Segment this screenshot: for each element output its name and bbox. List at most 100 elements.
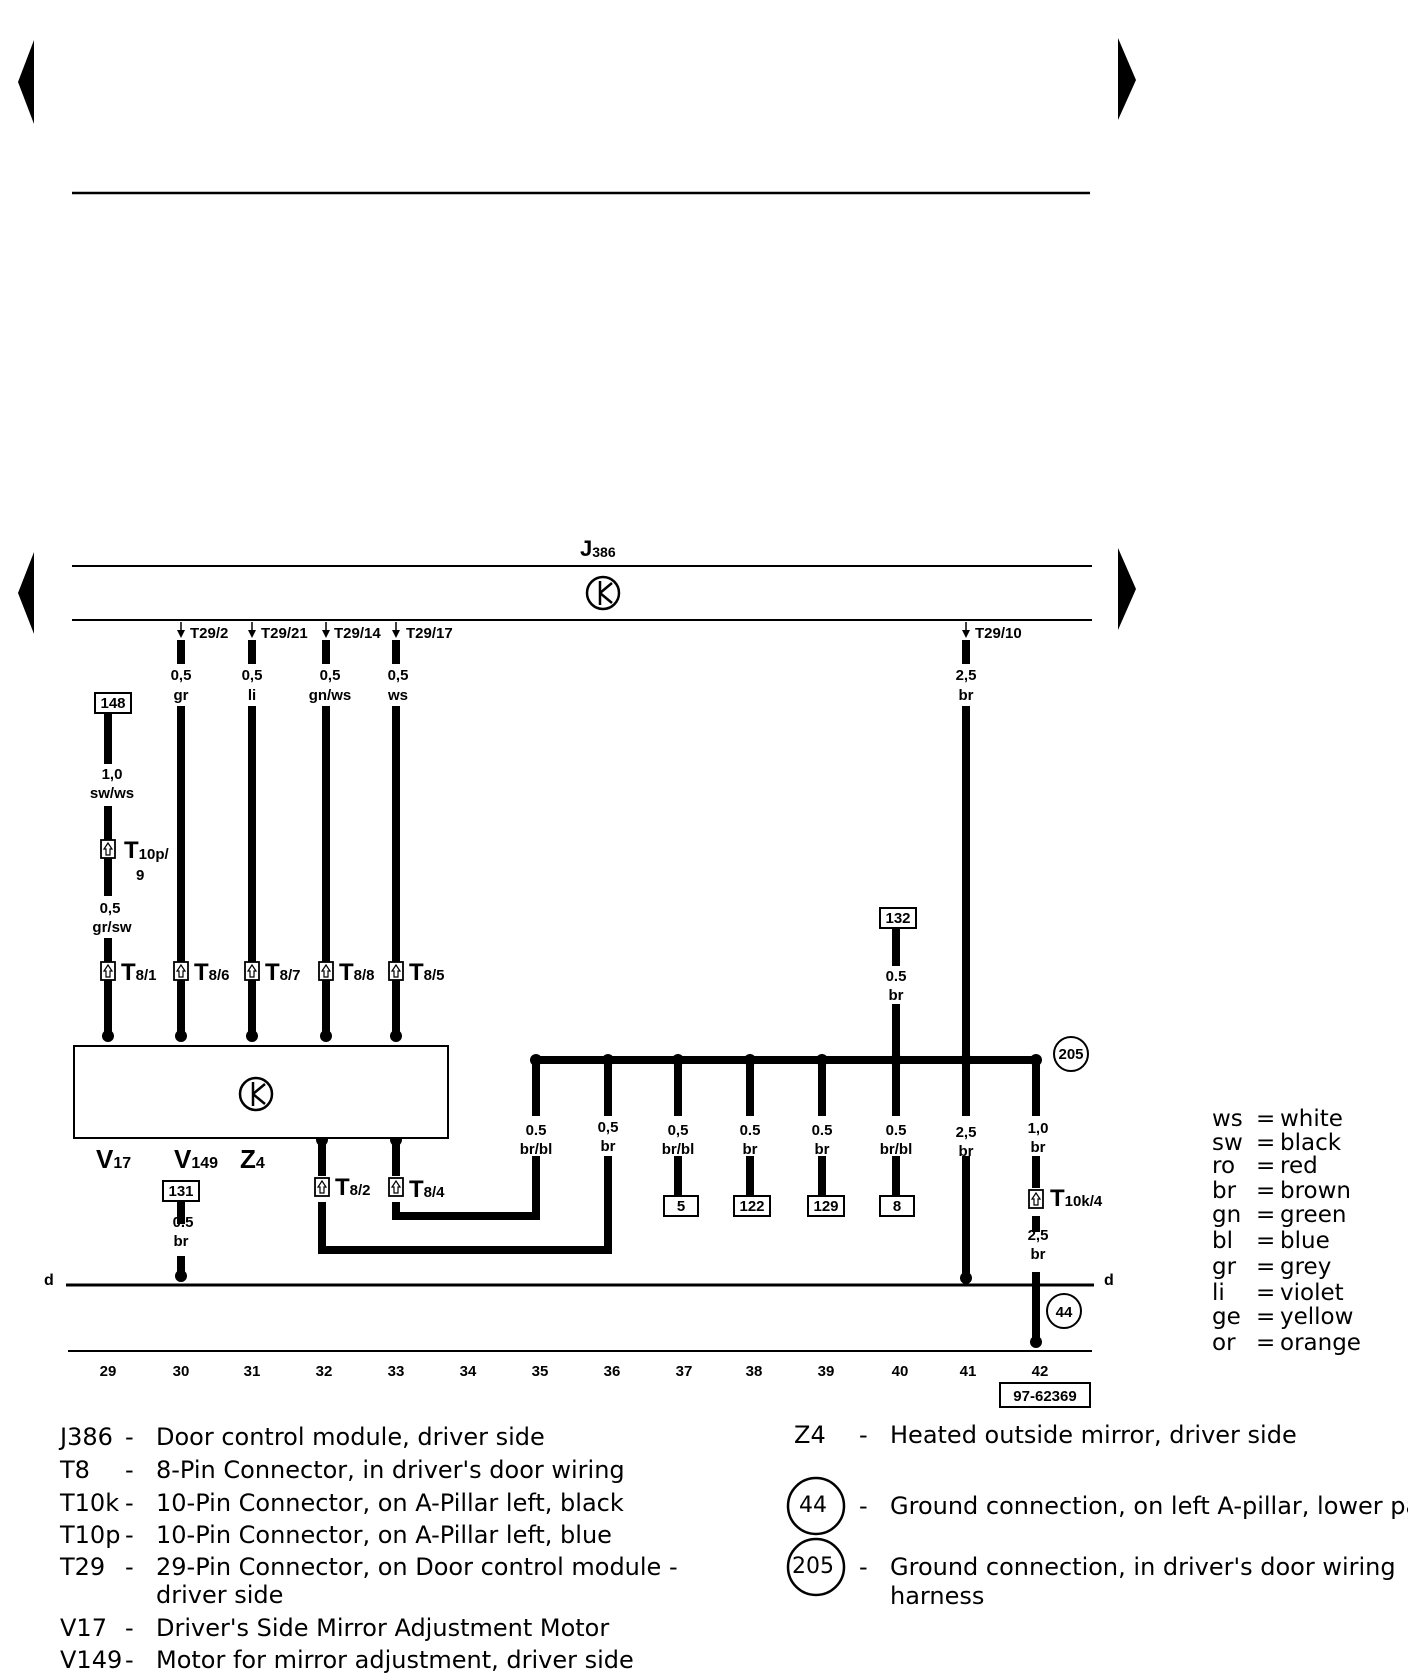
connector-t8-1-label: T8/1: [121, 959, 157, 986]
svg-text:T29/10: T29/10: [975, 625, 1022, 642]
svg-text:0,5: 0,5: [320, 667, 341, 684]
ref-box-122: 122: [733, 1195, 771, 1217]
ground-205-icon: 205: [1053, 1036, 1089, 1072]
svg-text:0.5: 0.5: [812, 1122, 833, 1139]
mirror-component-box: [73, 1045, 449, 1139]
desc-ground-205-icon: [786, 1537, 846, 1597]
drawing-id-box: 97-62369: [999, 1382, 1091, 1408]
module-j386: J386: [72, 536, 1092, 621]
svg-text:1,0: 1,0: [102, 766, 123, 783]
connector-t8-7-label: T8/7: [265, 959, 301, 986]
svg-text:0,5: 0,5: [598, 1119, 619, 1136]
svg-text:29: 29: [100, 1363, 117, 1380]
ref-box-8: 8: [879, 1195, 915, 1217]
connector-t8-8-label: T8/8: [339, 959, 375, 986]
svg-text:br/bl: br/bl: [880, 1141, 913, 1158]
svg-text:sw/ws: sw/ws: [90, 785, 134, 802]
module-j386-symbol-icon: [585, 575, 621, 611]
svg-text:br: br: [743, 1141, 758, 1158]
svg-text:0.5: 0.5: [886, 1122, 907, 1139]
svg-text:37: 37: [676, 1363, 693, 1380]
component-v17-label: V17: [96, 1144, 131, 1174]
svg-text:1,0: 1,0: [1028, 1120, 1049, 1137]
connector-symbols: [100, 839, 1044, 1209]
svg-text:131: 131: [168, 1183, 193, 1200]
svg-text:35: 35: [532, 1363, 549, 1380]
junctions: [102, 1030, 1042, 1348]
svg-text:2,5: 2,5: [956, 1124, 977, 1141]
svg-text:31: 31: [244, 1363, 261, 1380]
connector-t8-5-label: T8/5: [409, 959, 445, 986]
ref-box-5: 5: [663, 1195, 699, 1217]
svg-text:0.5: 0.5: [740, 1122, 761, 1139]
svg-text:br: br: [601, 1138, 616, 1155]
svg-text:9: 9: [136, 867, 144, 884]
pin-t29-10: T29/10: [962, 622, 1022, 642]
svg-text:0,5: 0,5: [100, 900, 121, 917]
svg-text:0.5: 0.5: [173, 1214, 194, 1231]
svg-text:br/bl: br/bl: [520, 1141, 553, 1158]
svg-text:ws: ws: [387, 687, 408, 704]
svg-text:97-62369: 97-62369: [1013, 1388, 1076, 1405]
pin-t29-14: T29/14: [322, 622, 381, 642]
prev-page-arrow-top[interactable]: [18, 40, 34, 124]
connector-t8-4-label: T8/4: [409, 1176, 445, 1203]
svg-text:T29/2: T29/2: [190, 625, 228, 642]
svg-text:39: 39: [818, 1363, 835, 1380]
ref-box-129: 129: [807, 1195, 845, 1217]
ref-box-148: 148: [94, 692, 132, 714]
pin-t29-17: T29/17: [392, 622, 453, 642]
svg-text:129: 129: [813, 1198, 838, 1215]
svg-text:T29/17: T29/17: [406, 625, 453, 642]
desc-ground-44-icon: [786, 1476, 846, 1536]
svg-text:122: 122: [739, 1198, 764, 1215]
svg-text:33: 33: [388, 1363, 405, 1380]
svg-text:0.5: 0.5: [886, 968, 907, 985]
svg-text:40: 40: [892, 1363, 909, 1380]
svg-text:30: 30: [173, 1363, 190, 1380]
ref-box-132: 132: [879, 907, 917, 929]
svg-text:32: 32: [316, 1363, 333, 1380]
ref-box-131: 131: [162, 1180, 200, 1202]
svg-text:gr/sw: gr/sw: [92, 919, 132, 936]
svg-text:34: 34: [460, 1363, 477, 1380]
svg-text:44: 44: [1056, 1304, 1073, 1321]
wires: [104, 640, 1040, 1342]
ground-44-icon: 44: [1046, 1293, 1082, 1329]
svg-text:d: d: [44, 1272, 54, 1289]
track-numbers: 29 30 31 32 33 34 35 36 37 38 39 40 41 4…: [100, 1363, 1049, 1380]
svg-text:br: br: [959, 687, 974, 704]
next-page-arrow-bottom[interactable]: [1118, 548, 1136, 630]
svg-text:T29/21: T29/21: [261, 625, 308, 642]
svg-text:li: li: [248, 687, 256, 704]
svg-text:0,5: 0,5: [242, 667, 263, 684]
svg-text:0,5: 0,5: [388, 667, 409, 684]
svg-text:br: br: [174, 1233, 189, 1250]
svg-text:br: br: [889, 987, 904, 1004]
svg-text:br: br: [815, 1141, 830, 1158]
svg-text:8: 8: [893, 1198, 901, 1215]
prev-page-arrow-bottom[interactable]: [18, 552, 34, 634]
svg-text:br: br: [959, 1143, 974, 1160]
next-page-arrow-top[interactable]: [1118, 38, 1136, 120]
svg-text:gn/ws: gn/ws: [309, 687, 352, 704]
svg-text:br/bl: br/bl: [662, 1141, 695, 1158]
pin-t29-21: T29/21: [248, 622, 308, 642]
svg-text:br: br: [1031, 1246, 1046, 1263]
svg-text:br: br: [1031, 1139, 1046, 1156]
svg-text:42: 42: [1032, 1363, 1049, 1380]
svg-text:5: 5: [677, 1198, 685, 1215]
component-v149-label: V149: [174, 1144, 218, 1174]
svg-text:2,5: 2,5: [1028, 1227, 1049, 1244]
svg-text:148: 148: [100, 695, 125, 712]
svg-text:0,5: 0,5: [171, 667, 192, 684]
connector-t8-2-label: T8/2: [335, 1174, 371, 1201]
svg-text:38: 38: [746, 1363, 763, 1380]
connector-t8-6-label: T8/6: [194, 959, 230, 986]
svg-text:gr: gr: [174, 687, 189, 704]
svg-text:132: 132: [885, 910, 910, 927]
svg-text:41: 41: [960, 1363, 977, 1380]
connector-t10k-label: T10k/4: [1050, 1185, 1103, 1212]
svg-text:2,5: 2,5: [956, 667, 977, 684]
